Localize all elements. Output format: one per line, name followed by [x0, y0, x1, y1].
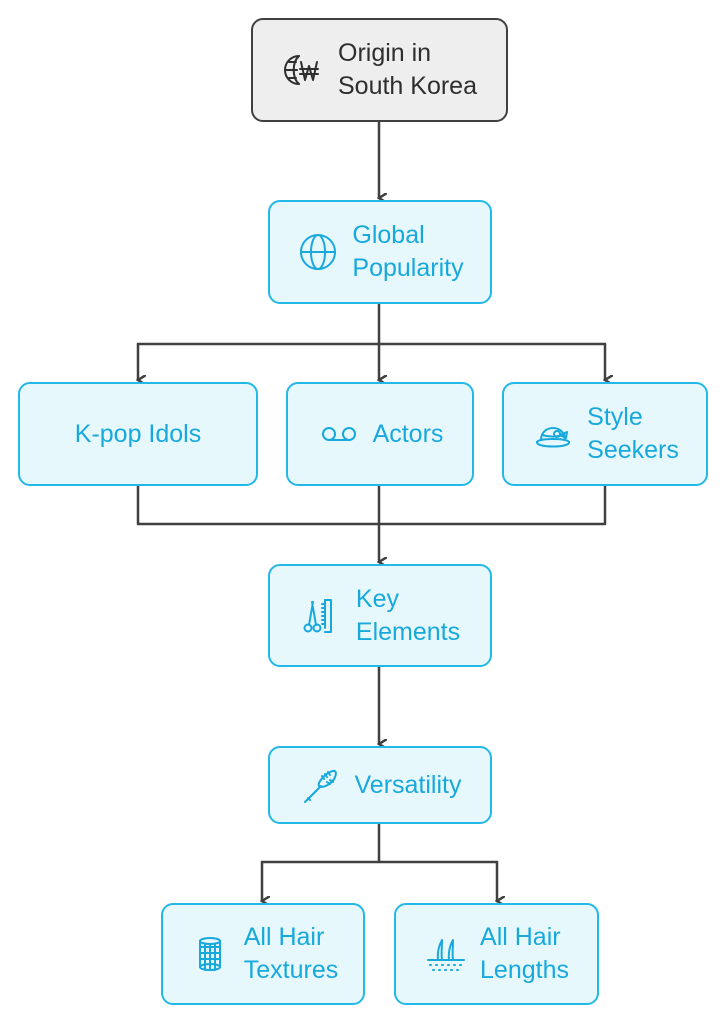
scissors-comb-icon [300, 594, 344, 638]
voicemail-icon [317, 412, 361, 456]
node-global-popularity-label: Global Popularity [352, 221, 464, 282]
line-global-split [136, 302, 607, 346]
node-all-hair-textures: All Hair Textures [161, 903, 365, 1005]
node-key-elements-label: Key Elements [355, 584, 461, 646]
line-merge [136, 484, 607, 526]
hair-strands-icon [424, 932, 468, 976]
hair-roller-icon [188, 932, 232, 976]
hat-icon [531, 412, 575, 456]
line-versatility-split [260, 822, 499, 864]
node-all-hair-textures-label: All Hair Textures [243, 923, 339, 984]
node-all-hair-lengths-label: All Hair Lengths [480, 923, 569, 984]
node-all-hair-lengths: All Hair Lengths [394, 903, 599, 1005]
globe-won-icon [282, 48, 326, 92]
hairbrush-icon [299, 763, 343, 807]
node-actors-label: Actors [372, 419, 444, 448]
node-origin-label: Origin in South Korea [338, 39, 477, 100]
node-style-seekers-label: Style Seekers [587, 403, 679, 464]
node-actors: Actors [286, 382, 474, 486]
node-global-popularity: Global Popularity [268, 200, 492, 304]
node-kpop-idols-label: K-pop Idols [74, 419, 202, 448]
node-kpop-idols: K-pop Idols [18, 382, 258, 486]
node-key-elements: Key Elements [268, 564, 492, 667]
globe-icon [296, 230, 340, 274]
node-style-seekers: Style Seekers [502, 382, 708, 486]
node-versatility-label: Versatility [354, 770, 462, 799]
node-versatility: Versatility [268, 746, 492, 824]
node-origin: Origin in South Korea [251, 18, 508, 122]
